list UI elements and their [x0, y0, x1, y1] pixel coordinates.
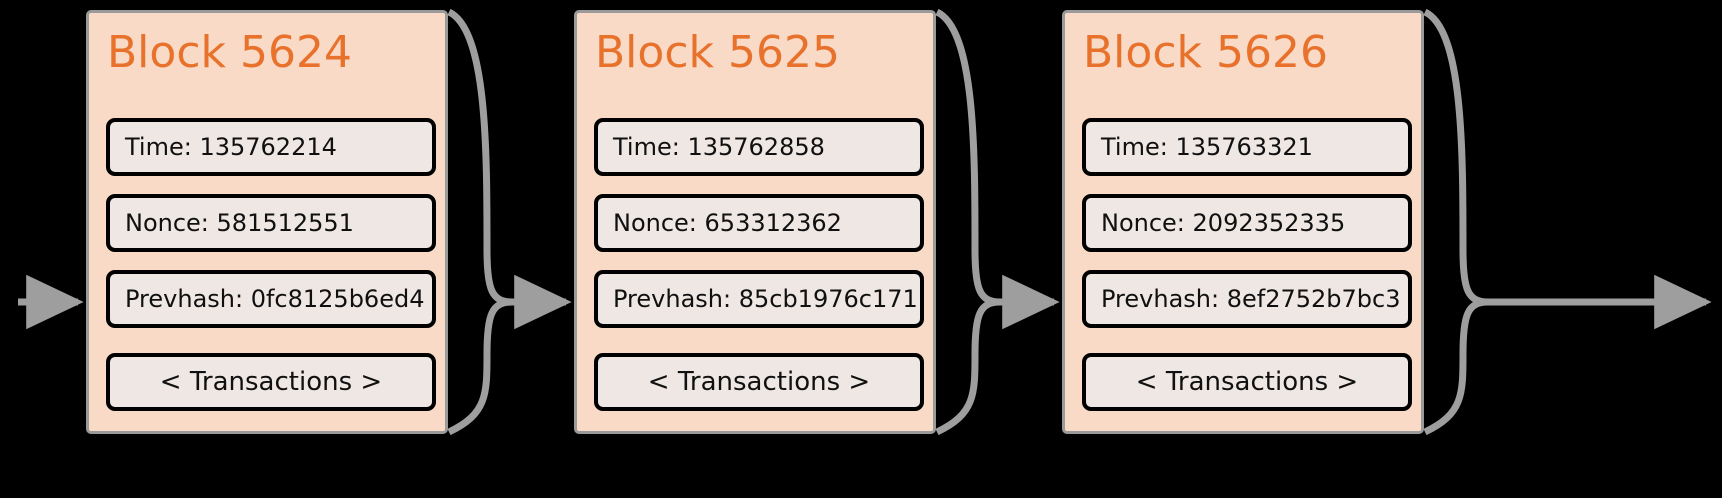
- block-field-transactions[interactable]: < Transactions >: [106, 353, 436, 411]
- block-field-prevhash: Prevhash: 85cb1976c171: [594, 270, 924, 328]
- connector-5625-to-5626-lower: [935, 298, 1001, 436]
- block-field-nonce: Nonce: 2092352335: [1082, 194, 1412, 252]
- block-field-transactions[interactable]: < Transactions >: [1082, 353, 1412, 411]
- connector-5624-to-5625: [447, 8, 513, 306]
- block-title: Block 5625: [595, 27, 840, 78]
- block-field-time: Time: 135762858: [594, 118, 924, 176]
- block-title: Block 5624: [107, 27, 352, 78]
- connector-5625-to-5626: [935, 8, 1001, 306]
- block-field-transactions[interactable]: < Transactions >: [594, 353, 924, 411]
- block-field-prevhash: Prevhash: 8ef2752b7bc3: [1082, 270, 1412, 328]
- connector-out-of-5626: [1423, 8, 1489, 306]
- block-field-prevhash: Prevhash: 0fc8125b6ed4: [106, 270, 436, 328]
- block-field-nonce: Nonce: 581512551: [106, 194, 436, 252]
- block-field-nonce: Nonce: 653312362: [594, 194, 924, 252]
- block-card-5626[interactable]: Block 5626 Time: 135763321 Nonce: 209235…: [1062, 10, 1424, 434]
- connector-5624-to-5625-lower: [447, 298, 513, 436]
- connector-out-of-5626-lower: [1423, 298, 1489, 436]
- block-field-time: Time: 135763321: [1082, 118, 1412, 176]
- block-card-5625[interactable]: Block 5625 Time: 135762858 Nonce: 653312…: [574, 10, 936, 434]
- block-title: Block 5626: [1083, 27, 1328, 78]
- block-card-5624[interactable]: Block 5624 Time: 135762214 Nonce: 581512…: [86, 10, 448, 434]
- block-field-time: Time: 135762214: [106, 118, 436, 176]
